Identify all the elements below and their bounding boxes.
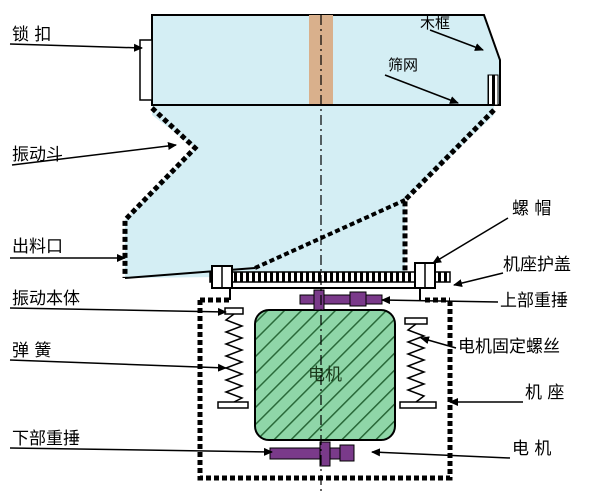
motor-text: 电机 [308,365,342,385]
screen-mesh-edge [487,74,499,106]
label-nut: 螺 帽 [512,199,551,219]
label-spring: 弹 簧 [12,341,51,361]
label-lower-weight: 下部重捶 [12,429,80,449]
label-machine-base: 机 座 [525,383,564,403]
lock-clasp [139,39,153,101]
label-motor-bolt: 电机固定螺丝 [458,337,560,357]
leader-lines [9,29,523,459]
motor: 电机 [254,309,396,441]
label-upper-weight: 上部重捶 [500,291,568,311]
labels: 锁 扣 木框 筛网 振动斗 出料口 螺 帽 机座护盖 振动本体 上部重捶 弹 簧… [12,14,571,459]
label-lock-clasp: 锁 扣 [12,25,51,45]
upper-weight [299,289,383,311]
label-base-cover: 机座护盖 [503,255,571,275]
label-vibrating-hopper: 振动斗 [12,145,63,165]
vibrating-hopper [122,104,496,279]
label-discharge-outlet: 出料口 [12,237,63,257]
base-cover [209,271,451,283]
label-wooden-frame: 木框 [420,14,450,32]
label-motor: 电 机 [512,439,551,459]
label-vibrating-body: 振动本体 [12,289,80,309]
wooden-frame [139,14,501,106]
label-screen-mesh: 筛网 [388,56,418,74]
spring-left [217,307,249,409]
